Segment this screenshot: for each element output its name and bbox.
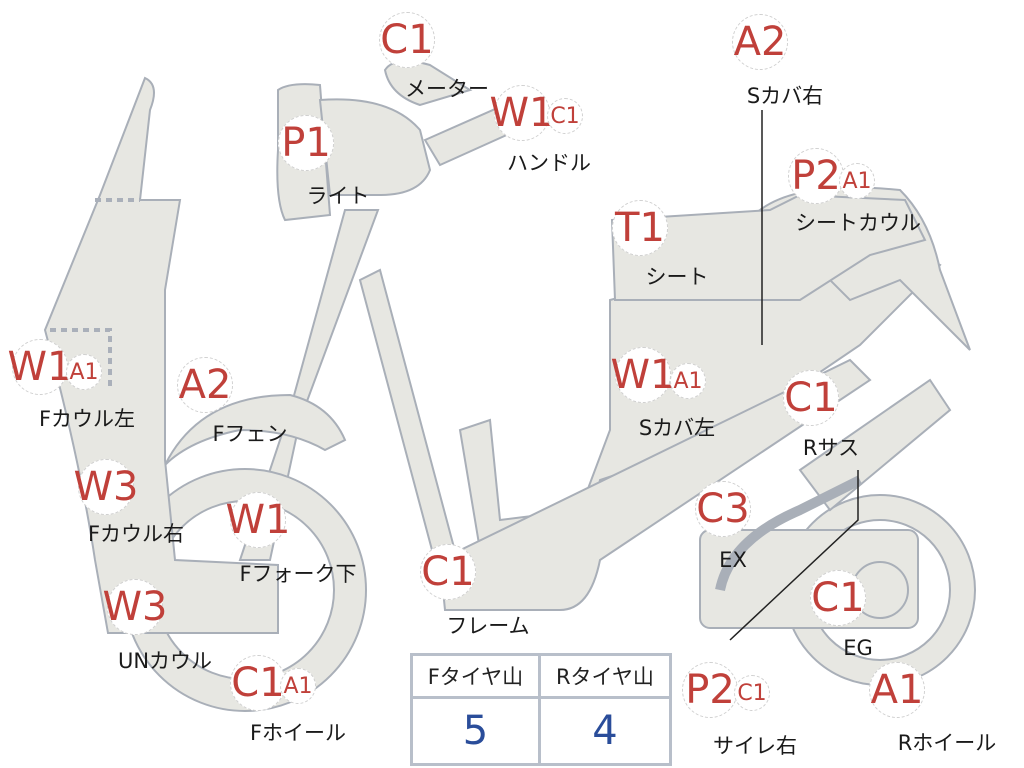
part-label: Rサス [802,436,860,460]
grade-badge: W1 [8,339,73,395]
tire-tread-table: Fタイヤ山 Rタイヤ山 5 4 [410,653,673,766]
part-label: Rホイール [897,731,997,755]
grade-badge: P2 [682,662,738,718]
grade-badge: C1 [379,12,435,68]
part-label: シート [645,265,709,289]
part-label: Fカウル左 [38,407,136,431]
front-tire-value: 5 [410,696,541,766]
headlight-cowl-shape [318,98,432,196]
part-label: フレーム [446,614,530,638]
part-label: Fカウル右 [87,522,185,546]
part-label: EX [719,548,747,572]
part-label: Sカバ左 [638,416,716,440]
grade-badge: A2 [732,14,788,70]
rear-tire-value: 4 [537,696,673,766]
part-label: Fホイール [249,721,347,745]
sub-grade-badge: A1 [66,354,102,390]
grade-badge: C1 [783,370,839,426]
exhaust-shape [715,475,863,592]
grade-badge: W3 [74,459,139,515]
part-label: Sカバ右 [746,84,824,108]
grade-badge: A2 [177,357,233,413]
grade-badge: W1 [226,492,291,548]
sub-grade-badge: C1 [547,98,583,134]
grade-badge: W1 [611,347,676,403]
part-label: Fフェン [212,422,288,446]
leader-line [729,470,859,641]
part-label: シートカウル [795,211,921,235]
part-label: ハンドル [507,151,591,175]
grade-badge: A1 [869,662,925,718]
front-tire-header: Fタイヤ山 [410,653,541,699]
part-label: サイレ右 [713,734,797,758]
seat-shape [610,193,927,301]
grade-badge: P1 [278,115,334,171]
grade-badge: W3 [103,579,168,635]
grade-badge: C3 [695,481,751,537]
part-label: EG [843,636,873,660]
rear-tire-header: Rタイヤ山 [537,653,673,699]
part-label: メーター [405,77,489,101]
grade-badge: W1 [490,85,555,141]
grade-badge: P2 [788,148,844,204]
sub-grade-badge: A1 [839,163,875,199]
sub-grade-badge: A1 [670,363,706,399]
sub-grade-badge: C1 [734,675,770,711]
grade-badge: C1 [810,570,866,626]
sub-grade-badge: A1 [280,668,316,704]
part-label: ライト [306,184,370,208]
part-label: UNカウル [117,649,213,673]
part-label: Fフォーク下 [239,562,357,586]
frame-shape [438,358,872,611]
grade-badge: T1 [612,200,668,256]
grade-badge: C1 [230,655,286,711]
grade-badge: C1 [420,544,476,600]
